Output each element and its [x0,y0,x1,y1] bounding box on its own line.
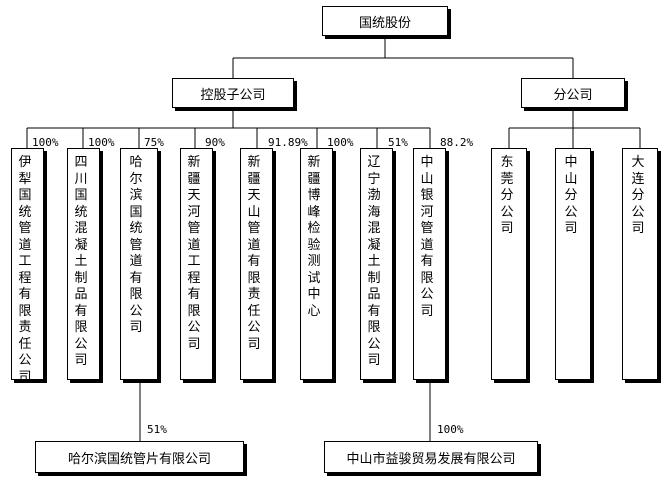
branches-group-box: 分公司 [521,78,625,108]
branch-box: 东莞分公司 [491,148,527,380]
branch-label: 中山分公司 [564,155,578,236]
subsidiary-label: 伊犁国统管道工程有限责任公司 [18,155,32,385]
subsidiary-label: 哈尔滨国统管道有限公司 [129,155,143,335]
subsidiary-box: 哈尔滨国统管道有限公司 [120,148,158,380]
subsidiary-box: 伊犁国统管道工程有限责任公司 [11,148,44,385]
subsidiary-box: 新疆天河管道工程有限公司 [180,148,213,380]
subsidiary-label: 中山银河管道有限公司 [420,155,434,319]
ownership-pct: 100% [437,423,464,436]
branch-label: 大连分公司 [631,155,645,236]
root-company-label: 国统股份 [358,15,411,31]
subsidiary-label: 新疆天山管道有限责任公司 [247,155,261,352]
ownership-pct: 91.89% [268,136,308,149]
subsidiary-box: 新疆博峰检验测试中心 [300,148,333,380]
holding-subsidiaries-box: 控股子公司 [172,78,294,108]
ownership-pct: 100% [327,136,354,149]
grandchild-company-label: 中山市益骏贸易发展有限公司 [346,451,516,467]
ownership-pct: 100% [88,136,115,149]
ownership-pct: 100% [32,136,59,149]
subsidiary-label: 辽宁渤海混凝土制品有限公司 [367,155,381,368]
ownership-pct: 90% [205,136,225,149]
branches-group-label: 分公司 [553,87,593,103]
ownership-pct: 51% [147,423,167,436]
ownership-pct: 88.2% [440,136,474,149]
branch-box: 中山分公司 [555,148,591,380]
subsidiary-box: 新疆天山管道有限责任公司 [240,148,273,380]
root-company-box: 国统股份 [322,6,448,36]
holding-subsidiaries-label: 控股子公司 [200,87,266,103]
ownership-pct: 51% [388,136,408,149]
subsidiary-label: 新疆天河管道工程有限公司 [187,155,201,352]
subsidiary-label: 四川国统混凝土制品有限公司 [74,155,88,368]
subsidiary-box: 四川国统混凝土制品有限公司 [67,148,100,380]
subsidiary-box: 辽宁渤海混凝土制品有限公司 [360,148,393,380]
grandchild-company-label: 哈尔滨国统管片有限公司 [67,451,211,467]
grandchild-company-box: 哈尔滨国统管片有限公司 [35,441,244,473]
ownership-pct: 75% [144,136,164,149]
branch-label: 东莞分公司 [500,155,514,236]
subsidiary-box: 中山银河管道有限公司 [413,148,446,380]
branch-box: 大连分公司 [622,148,658,380]
subsidiary-label: 新疆博峰检验测试中心 [307,155,321,319]
grandchild-company-box: 中山市益骏贸易发展有限公司 [324,441,538,473]
